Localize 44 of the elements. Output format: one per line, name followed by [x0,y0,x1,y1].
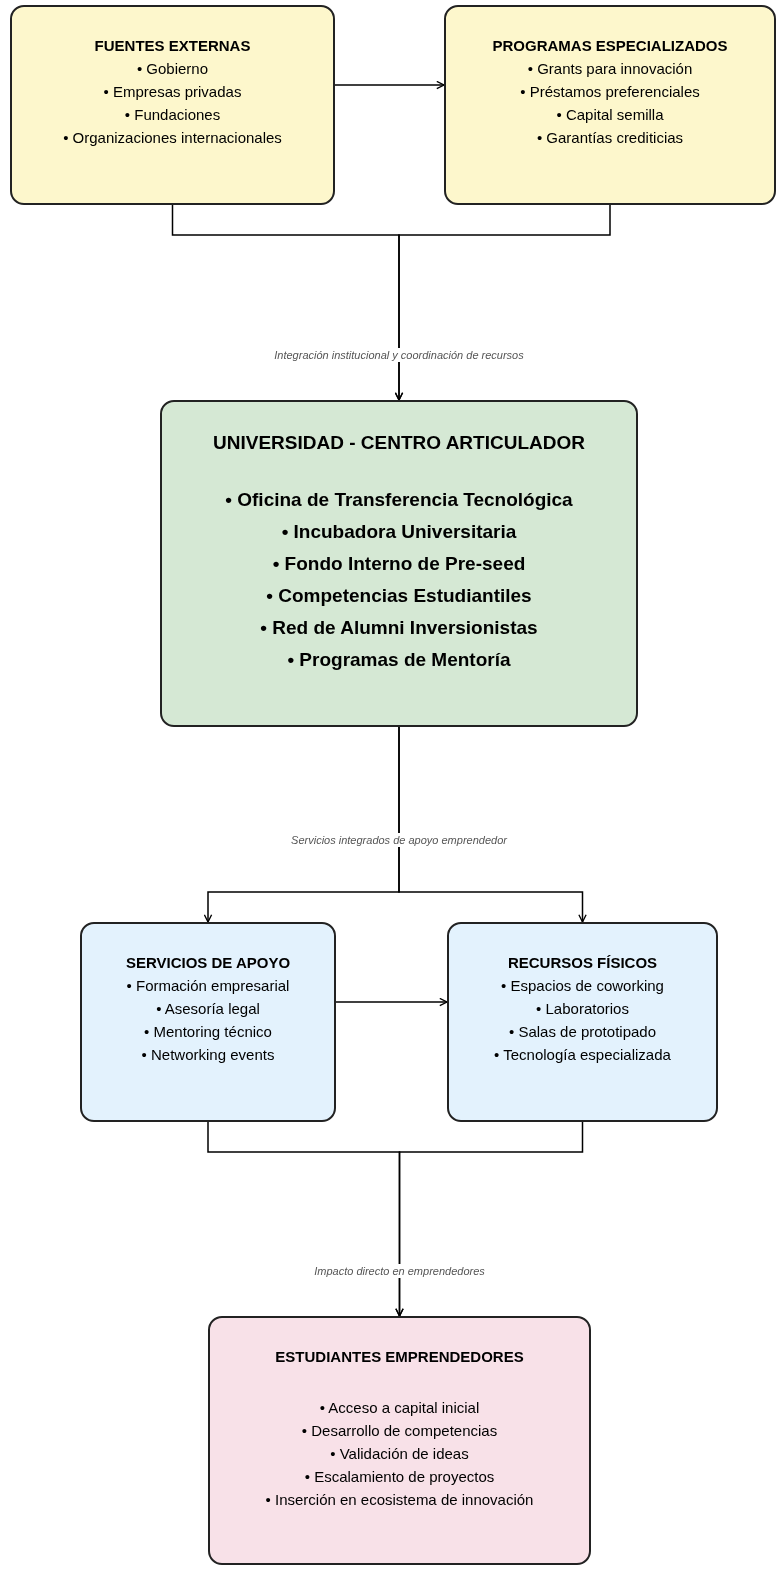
process-box [80,922,336,1122]
list-item: • Inserción en ecosistema de innovación [265,1490,534,1510]
arrow [394,204,611,401]
process-box [10,5,335,205]
list-item: • Salas de prototipado [509,1022,656,1042]
list-item: • Espacios de coworking [501,976,664,996]
list-item: • Laboratorios [536,999,629,1019]
list-item: • Tecnología especializada [494,1045,671,1065]
list-item: • Incubadora Universitaria [281,520,517,544]
list-item: • Grants para innovación [527,59,693,79]
box-heading: RECURSOS FÍSICOS [507,953,658,973]
arrow [335,997,448,1007]
list-item: • Mentoring técnico [144,1022,272,1042]
list-item: • Préstamos preferenciales [520,82,700,102]
process-box [444,5,776,205]
list-item: • Asesoría legal [156,999,260,1019]
list-item: • Programas de Mentoría [287,648,511,672]
list-item: • Garantías crediticias [536,128,684,148]
process-box [447,922,718,1122]
arrow [334,80,445,90]
list-item: • Competencias Estudiantiles [266,584,532,608]
list-item: • Empresas privadas [103,82,242,102]
process-box [208,1316,591,1565]
list-item: • Oficina de Transferencia Tecnológica [225,488,573,512]
list-item: • Fundaciones [124,105,221,125]
list-item: • Acceso a capital inicial [319,1398,480,1418]
list-item: • Validación de ideas [330,1444,469,1464]
list-item: • Networking events [141,1045,275,1065]
arrow [398,726,587,923]
list-item: • Organizaciones internacionales [63,128,282,148]
box-heading: SERVICIOS DE APOYO [125,953,291,973]
box-heading: ESTUDIANTES EMPRENDEDORES [275,1347,524,1367]
box-heading: PROGRAMAS ESPECIALIZADOS [492,36,728,56]
list-item: • Fondo Interno de Pre-seed [272,552,526,576]
box-heading: UNIVERSIDAD - CENTRO ARTICULADOR [213,431,585,455]
process-box [160,400,638,727]
list-item: • Gobierno [136,59,209,79]
list-item: • Escalamiento de proyectos [304,1467,495,1487]
list-item: • Formación empresarial [126,976,290,996]
list-item: • Red de Alumni Inversionistas [260,616,538,640]
box-heading: FUENTES EXTERNAS [94,36,251,56]
list-item: • Capital semilla [556,105,664,125]
list-item: • Desarrollo de competencias [301,1421,498,1441]
arrow [395,1121,584,1317]
